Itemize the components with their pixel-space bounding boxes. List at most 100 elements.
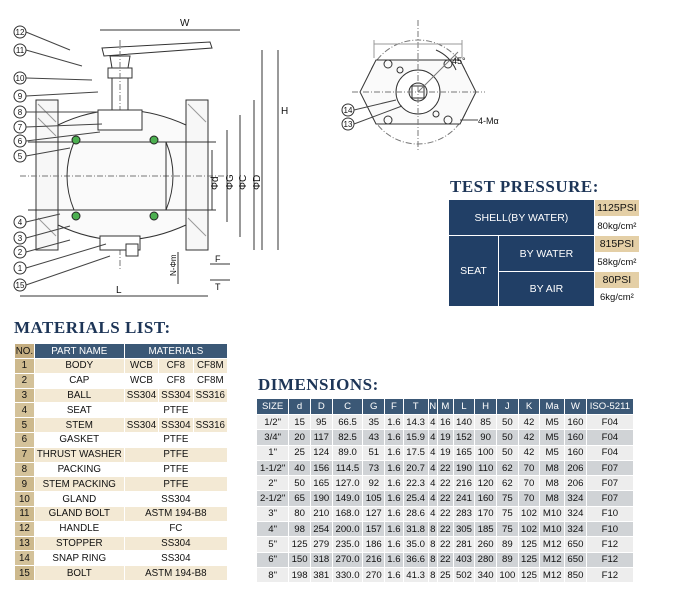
material-part-name: GLAND [33,491,125,507]
dim-size-cell: 1-1/2" [255,459,290,477]
dim-value-cell: 102 [517,521,541,538]
dim-value-cell: F04 [585,444,635,461]
dim-value-cell: 22 [437,521,454,538]
dim-value-cell: 75 [495,490,519,507]
dim-value-cell: 22 [437,536,454,553]
material-no: 15 [14,565,35,581]
dim-size-cell: 2-1/2" [255,490,290,507]
dim-value-cell: 28.6 [402,505,429,523]
material-part-name: HANDLE [33,520,125,537]
dim-l-label: L [116,285,122,296]
dim-value-cell: 42 [517,444,541,461]
dim-value-cell: M10 [539,505,566,523]
dim-value-cell: 22 [437,475,454,492]
dim-value-cell: 270.0 [331,551,364,568]
dim-value-cell: 324 [564,490,587,507]
material-value: SS304 [123,535,229,552]
dim-value-cell: 127 [362,505,386,523]
part-callout-label: 15 [16,281,25,290]
dim-value-cell: 50 [495,413,519,431]
dim-value-cell: 100 [495,566,519,584]
dim-value-cell: 35 [362,413,386,431]
material-no: 7 [14,446,35,463]
material-value: PTFE [123,461,229,478]
dim-value-cell: 160 [474,490,497,507]
material-value: SS316 [192,387,229,404]
dim-value-cell: 89 [495,536,519,553]
dim-value-cell: 31.8 [402,521,429,538]
dim-value-cell: 403 [452,551,476,568]
dim-value-cell: 62 [495,459,519,477]
material-value: FC [123,520,229,537]
dim-value-cell: 125 [288,536,311,553]
dim-value-cell: 70 [517,475,541,492]
dim-value-cell: M8 [539,490,566,507]
by-water-kg: 58kg/cm² [593,252,641,272]
dim-value-cell: 318 [309,551,333,568]
test-pressure-table: SHELL(BY WATER) 1125PSI 80kg/cm² SEAT BY… [448,199,641,307]
material-value: WCB [123,358,160,374]
material-part-name: BODY [33,358,125,374]
dimensions-title: DIMENSIONS: [258,375,379,394]
part-callout-circle [13,25,27,39]
dim-value-cell: 4 [427,459,438,477]
material-no: 9 [14,476,35,493]
dim-value-cell: 90 [474,429,497,446]
valve-technical-drawing: W L H Φd ΦG ΦC ΦD N-Φm F T 1211109876543… [13,18,499,297]
dim-value-cell: 206 [564,459,587,477]
part-callout-circle [13,71,27,85]
dim-size-cell: 5" [255,536,290,553]
dim-header-cell: T [402,398,429,415]
part-callout-circle [13,105,27,119]
mat-header-part: PART NAME [33,343,125,359]
dim-header-cell: C [331,398,364,415]
dim-value-cell: 1.6 [384,475,404,492]
part-callout-label: 6 [18,137,23,146]
dim-header-cell: J [495,398,519,415]
material-value: CF8 [158,372,194,389]
dim-value-cell: M12 [539,536,566,553]
dim-header-cell: D [309,398,333,415]
dim-header-cell: H [474,398,497,415]
dim-value-cell: 98 [288,521,311,538]
dim-value-cell: F12 [585,551,635,568]
dim-header-cell: G [362,398,386,415]
dim-header-cell: F [384,398,404,415]
dim-value-cell: 4 [427,413,438,431]
part-callout-label: 9 [18,92,23,101]
part-callout-circle [13,231,27,245]
shell-label: SHELL(BY WATER) [448,199,595,236]
dim-value-cell: 216 [452,475,476,492]
material-no: 4 [14,402,35,419]
dim-value-cell: 280 [474,551,497,568]
dim-value-cell: 43 [362,429,386,446]
by-air-label: BY AIR [498,271,595,307]
dim-value-cell: M8 [539,475,566,492]
dim-value-cell: 4 [427,490,438,507]
top-callout-circle [341,117,355,131]
mat-header-materials: MATERIALS [123,343,229,359]
dim-value-cell: 650 [564,551,587,568]
part-callout-circle [13,89,27,103]
material-no: 12 [14,520,35,537]
dim-header-cell: SIZE [255,398,290,415]
dim-value-cell: 8 [427,521,438,538]
dim-value-cell: 165 [309,475,333,492]
dim-value-cell: 75 [495,521,519,538]
seat-label: SEAT [448,235,499,307]
material-value: PTFE [123,476,229,493]
dim-value-cell: 1.6 [384,551,404,568]
dim-n-label: N-Φm [169,254,178,276]
material-value: SS304 [158,417,194,433]
dim-value-cell: 160 [564,413,587,431]
dim-value-cell: 4 [427,429,438,446]
dim-value-cell: 95 [309,413,333,431]
dim-header-cell: Ma [539,398,566,415]
